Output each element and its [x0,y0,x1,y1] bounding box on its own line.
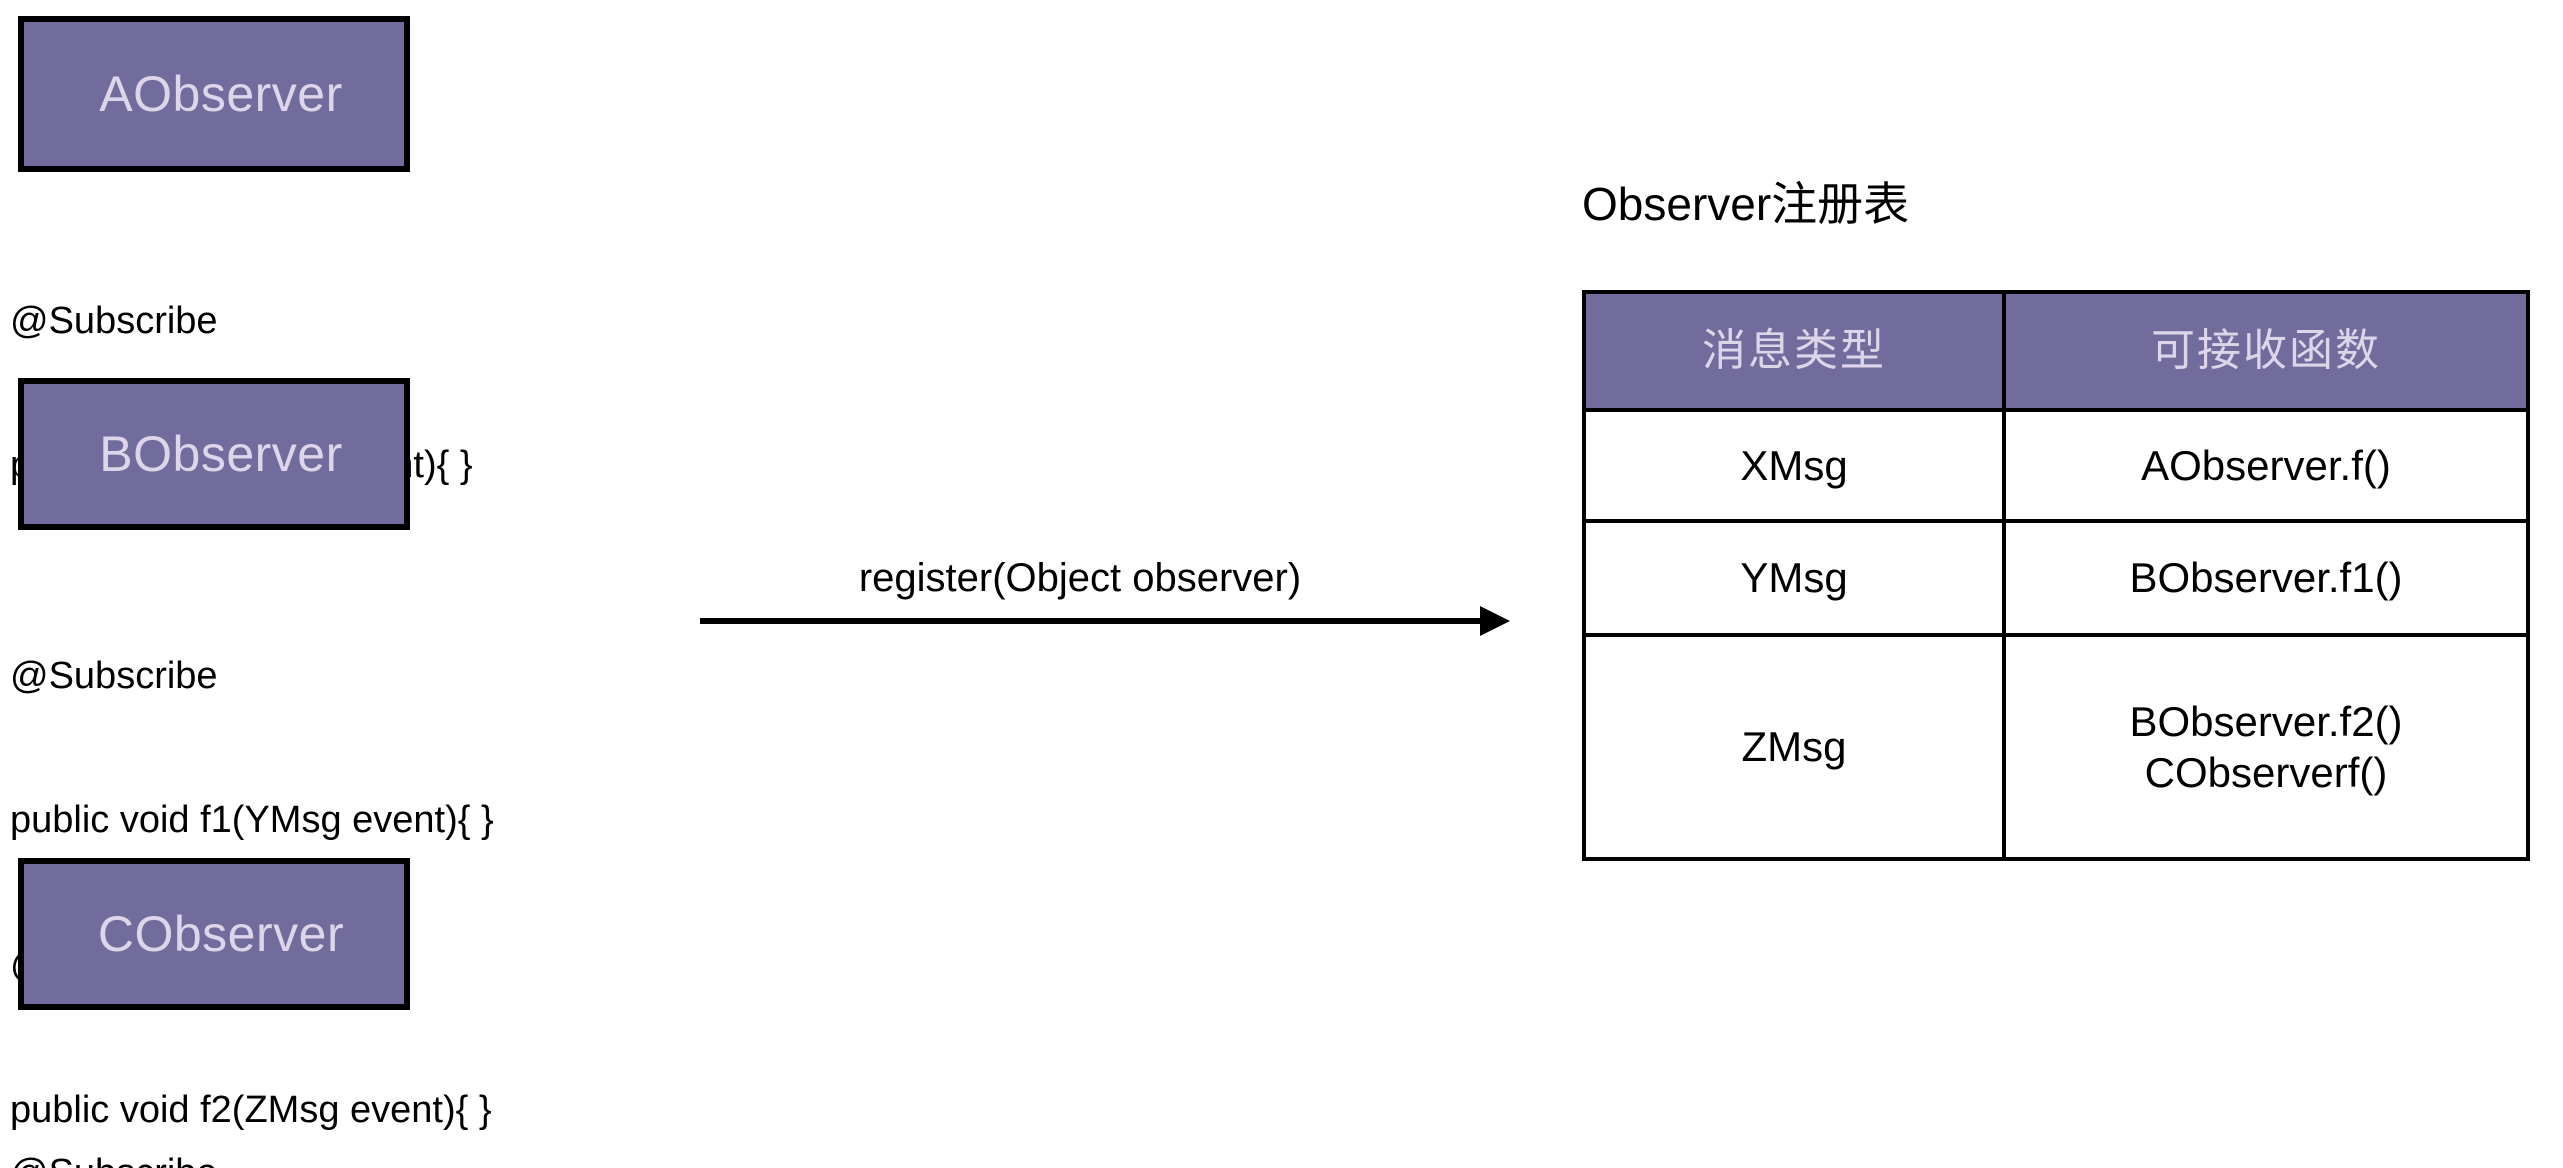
observer-code-cobserver: @Subscribe public void f(ZMsg event){ } [10,1052,470,1168]
table-row: ZMsg BObserver.f2() CObserverf() [1582,633,2530,861]
observer-code-bobserver: @Subscribe public void f1(YMsg event){ }… [10,555,494,1168]
code-line: @Subscribe [10,654,218,697]
cell-message-type: ZMsg [1582,633,2006,861]
code-line: @Subscribe [10,299,218,342]
table-row: XMsg AObserver.f() [1582,408,2530,523]
table-row: YMsg BObserver.f1() [1582,519,2530,637]
code-line: public void f2(ZMsg event){ } [10,1088,492,1131]
code-line: @Subscribe [10,1149,470,1168]
column-header-handler-function: 可接收函数 [2002,290,2530,412]
cell-handler-function: AObserver.f() [2002,408,2530,523]
arrow-right-icon [700,606,1510,636]
observer-box-cobserver: CObserver [18,858,410,1010]
register-arrow-group: register(Object observer) [700,555,1520,655]
cell-handler-function: BObserver.f2() CObserverf() [2002,633,2530,861]
observer-box-label: CObserver [97,906,345,962]
handler-entry: BObserver.f2() [2129,697,2403,745]
observer-box-label: BObserver [99,426,343,482]
register-arrow-label: register(Object observer) [858,556,1302,600]
observer-box-bobserver: BObserver [18,378,410,530]
cell-handler-function: BObserver.f1() [2002,519,2530,637]
handler-entry: CObserverf() [2144,749,2388,796]
registry-title: Observer注册表 [1582,178,1910,230]
observer-box-label: AObserver [99,66,343,122]
table-header-row: 消息类型 可接收函数 [1582,290,2530,412]
observer-box-aobserver: AObserver [18,16,410,172]
code-line: public void f1(YMsg event){ } [10,799,494,842]
registry-table: 消息类型 可接收函数 XMsg AObserver.f() YMsg BObse… [1582,290,2530,861]
column-header-message-type: 消息类型 [1582,290,2006,412]
cell-message-type: XMsg [1582,408,2006,523]
cell-message-type: YMsg [1582,519,2006,637]
